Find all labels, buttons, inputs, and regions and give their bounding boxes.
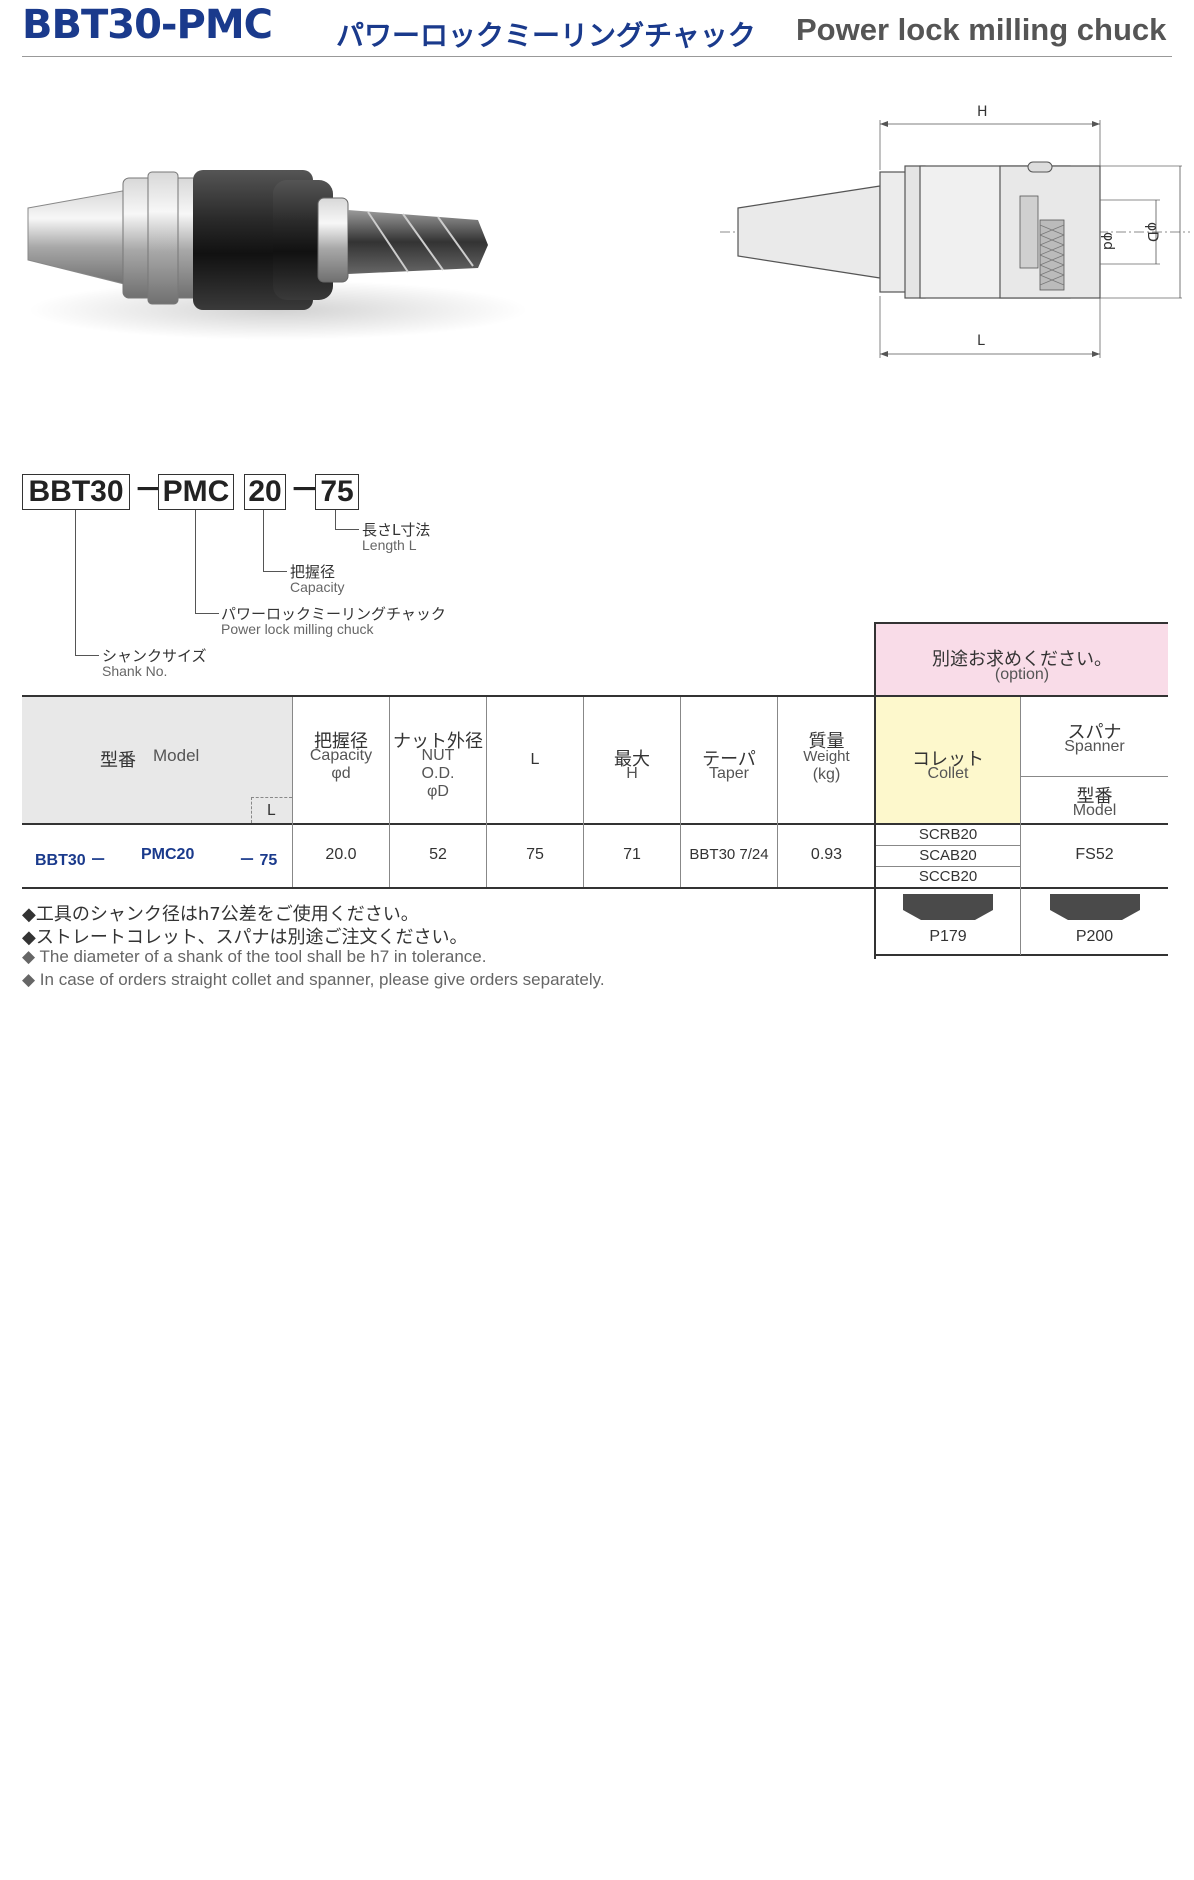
header-capacity-jp: 把握径 bbox=[314, 731, 368, 752]
leader-type bbox=[195, 510, 196, 614]
ann-capacity-en: Capacity bbox=[290, 579, 345, 595]
option-text-jp: 別途お求めください。 bbox=[932, 649, 1112, 670]
row-nut-od: 52 bbox=[429, 846, 447, 863]
header-nut-sym: φD bbox=[427, 783, 449, 800]
header-model-en: Model bbox=[153, 746, 200, 765]
dim-H-label: H bbox=[977, 104, 988, 120]
header-spanner-model-jp: 型番 bbox=[1076, 786, 1113, 807]
header-weight-jp: 質量 bbox=[808, 731, 845, 752]
note-jp-shank-tolerance: ◆工具のシャンク径はh7公差をご使用ください。 bbox=[22, 904, 419, 925]
collet-row-divider-1 bbox=[876, 845, 1021, 846]
dim-L-label: L bbox=[977, 333, 985, 349]
row-capacity: 20.0 bbox=[325, 846, 357, 863]
note-en-order-separately: ◆ In case of orders straight collet and … bbox=[22, 970, 605, 989]
header-maxh-en: H bbox=[626, 765, 638, 782]
ann-type-jp: パワーロックミーリングチャック bbox=[221, 605, 446, 623]
header-taper-en: Taper bbox=[708, 765, 750, 782]
title-divider bbox=[22, 56, 1172, 57]
row-model-shank: BBT30 － bbox=[35, 852, 107, 869]
ann-length-jp: 長さL寸法 bbox=[362, 521, 431, 539]
row-taper: BBT30 7/24 bbox=[689, 846, 769, 863]
col-divider-4 bbox=[583, 697, 584, 887]
col-divider-6 bbox=[777, 697, 778, 887]
dim-d-label: φd bbox=[1100, 232, 1116, 251]
header-spanner-en: Spanner bbox=[1064, 738, 1125, 755]
row-collet-1: SCRB20 bbox=[918, 826, 978, 843]
page-title: BBT30-PMC bbox=[22, 2, 273, 48]
header-capacity-en: Capacity bbox=[309, 747, 373, 764]
header-maxh-jp: 最大 bbox=[614, 749, 650, 770]
leader-capacity bbox=[263, 510, 264, 572]
option-text-en: (option) bbox=[994, 666, 1050, 683]
table-bottom-border bbox=[22, 887, 1168, 889]
row-model-type: PMC20 bbox=[141, 846, 195, 863]
leader-length-h bbox=[335, 529, 359, 530]
ann-type-en: Power lock milling chuck bbox=[221, 621, 374, 637]
code-type: PMC bbox=[158, 474, 234, 510]
leader-length bbox=[335, 510, 336, 530]
ref-bottom-border bbox=[876, 954, 1168, 956]
model-L-box bbox=[251, 797, 292, 823]
model-L-label: L bbox=[266, 801, 276, 819]
col-divider-5 bbox=[680, 697, 681, 887]
row-spanner: FS52 bbox=[1075, 846, 1114, 863]
header-L: L bbox=[530, 751, 540, 768]
collet-page-ref[interactable]: P179 bbox=[929, 928, 967, 945]
row-model-length: － 75 bbox=[239, 852, 278, 869]
header-collet-jp: コレット bbox=[912, 749, 984, 770]
header-spanner-jp: スパナ bbox=[1067, 722, 1122, 743]
header-collet-en: Collet bbox=[927, 765, 969, 782]
row-L: 75 bbox=[526, 846, 544, 863]
col-divider-3 bbox=[486, 697, 487, 887]
note-jp-order-separately: ◆ストレートコレット、スパナは別途ご注文ください。 bbox=[22, 927, 468, 948]
note-en-shank-tolerance: ◆ The diameter of a shank of the tool sh… bbox=[22, 947, 487, 966]
col-divider-7 bbox=[1020, 697, 1021, 955]
ann-capacity-jp: 把握径 bbox=[290, 563, 336, 581]
product-photo bbox=[27, 170, 528, 340]
header-taper-jp: テーパ bbox=[702, 749, 756, 770]
table-top-border bbox=[22, 695, 1168, 697]
spanner-page-tab bbox=[1050, 894, 1140, 920]
model-header-bg bbox=[22, 697, 292, 823]
product-name-jp: パワーロックミーリングチャック bbox=[336, 19, 756, 52]
row-max-h: 71 bbox=[623, 846, 641, 863]
product-name-en: Power lock milling chuck bbox=[796, 12, 1167, 47]
option-banner bbox=[876, 624, 1168, 696]
header-nut-en1: NUT bbox=[421, 747, 455, 764]
option-top-border bbox=[876, 622, 1168, 624]
row-collet-2: SCAB20 bbox=[919, 847, 977, 864]
collet-page-tab bbox=[903, 894, 993, 920]
ann-length-en: Length L bbox=[362, 537, 417, 553]
code-shank: BBT30 bbox=[22, 474, 130, 510]
header-nut-jp: ナット外径 bbox=[393, 731, 483, 752]
leader-type-h bbox=[195, 613, 219, 614]
dim-D-label: φD bbox=[1144, 222, 1160, 243]
collet-row-divider-2 bbox=[876, 866, 1021, 867]
header-model-jp: 型番 bbox=[100, 750, 136, 771]
option-left-border bbox=[874, 622, 876, 959]
header-nut-en2: O.D. bbox=[421, 765, 455, 782]
code-capacity: 20 bbox=[244, 474, 286, 510]
ann-shank-jp: シャンクサイズ bbox=[102, 647, 207, 665]
code-length: 75 bbox=[315, 474, 359, 510]
header-bottom-border bbox=[22, 823, 1168, 825]
leader-shank-h bbox=[75, 655, 99, 656]
ann-shank-en: Shank No. bbox=[102, 663, 168, 679]
row-collet-3: SCCB20 bbox=[918, 868, 978, 885]
leader-shank bbox=[75, 510, 76, 656]
header-weight-en: Weight bbox=[803, 748, 850, 765]
header-capacity-sym: φd bbox=[331, 765, 351, 782]
collet-header-bg bbox=[876, 697, 1020, 823]
row-weight: 0.93 bbox=[810, 846, 843, 863]
header-spanner-model-en: Model bbox=[1072, 802, 1117, 819]
header-weight-unit: (kg) bbox=[812, 766, 841, 783]
spanner-header-divider bbox=[1021, 776, 1168, 777]
technical-drawing bbox=[720, 120, 1190, 358]
spanner-page-ref[interactable]: P200 bbox=[1075, 928, 1114, 945]
col-divider-2 bbox=[389, 697, 390, 887]
col-divider-1 bbox=[292, 697, 293, 887]
leader-capacity-h bbox=[263, 571, 287, 572]
